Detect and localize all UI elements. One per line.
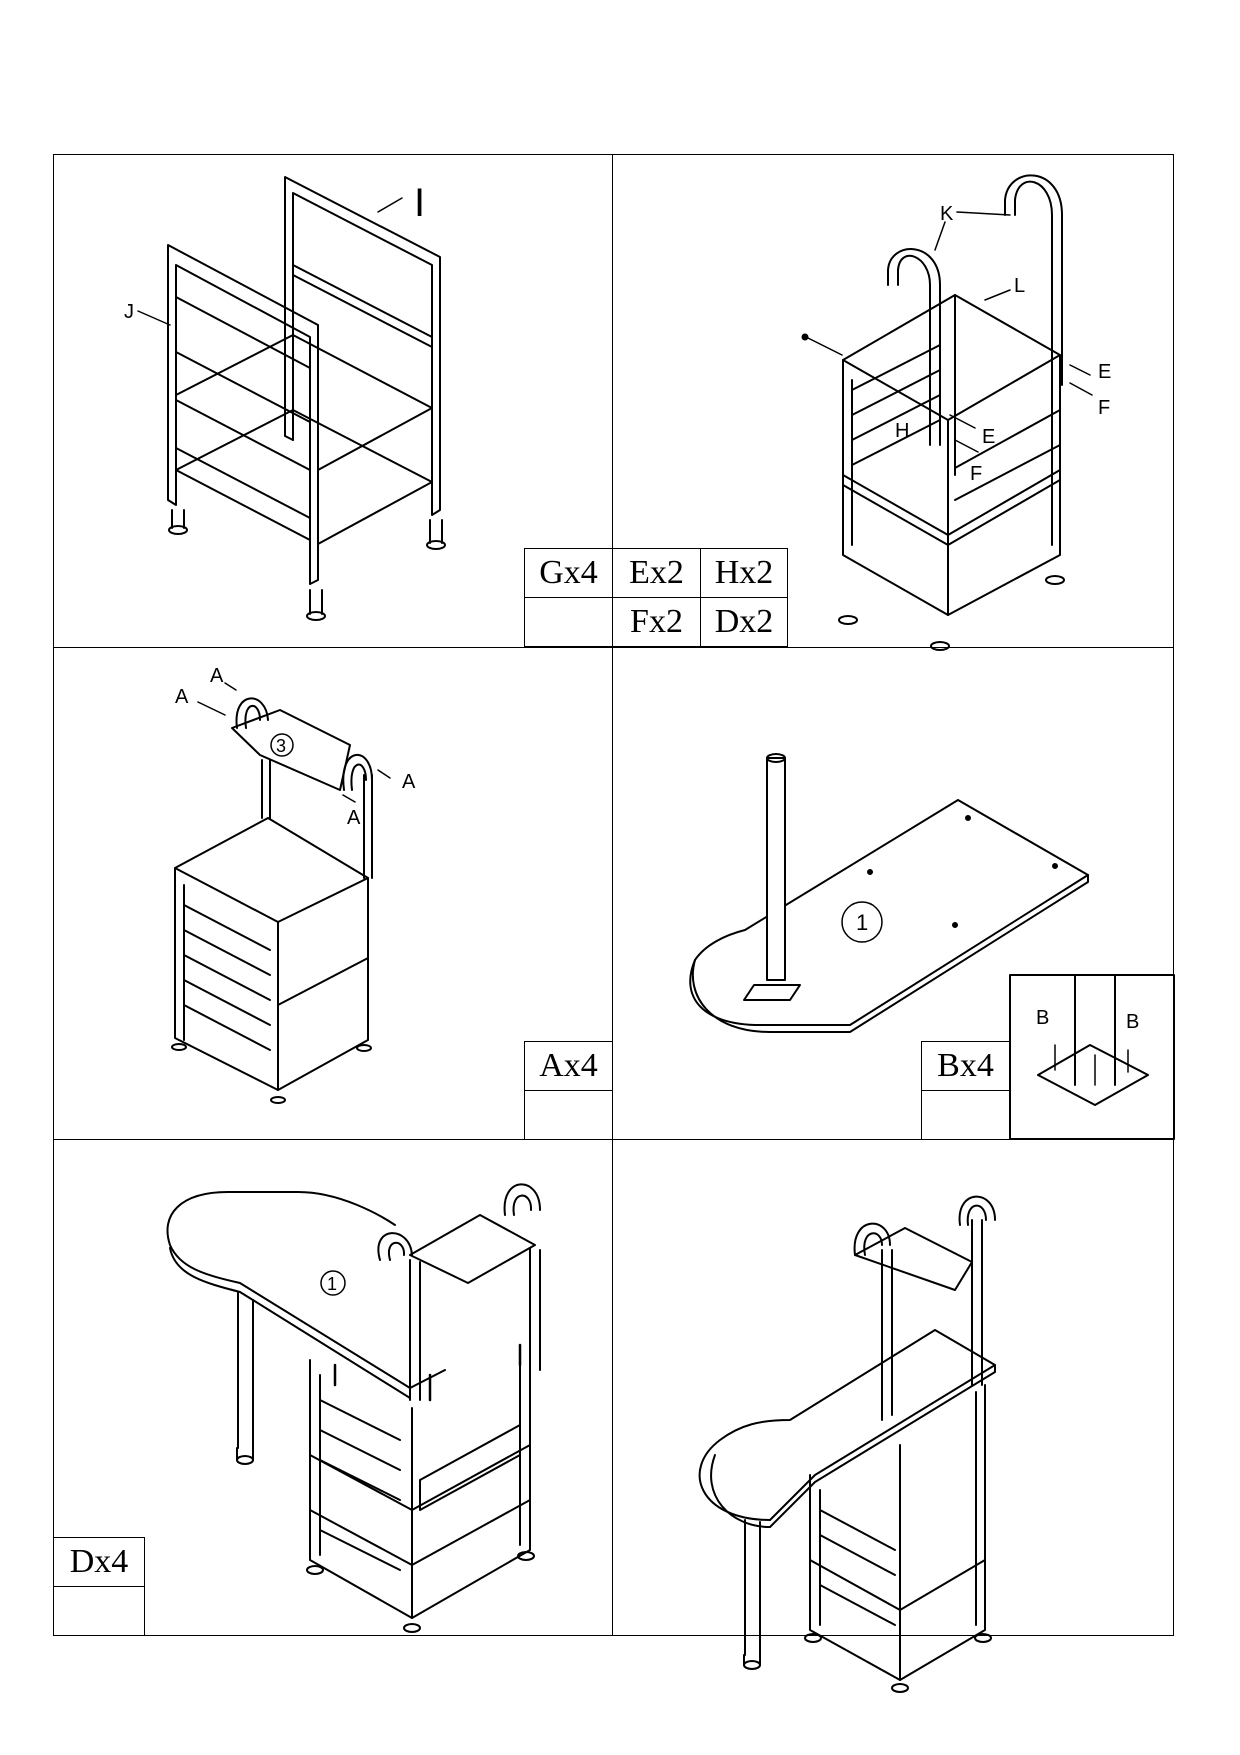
- panel-1-frame-drawing: I J: [124, 176, 446, 621]
- label-E-lower: E: [982, 426, 995, 448]
- panel-3-top-shelf-drawing: 3 A A A A: [171, 665, 416, 1104]
- label-A-2: A: [175, 686, 189, 708]
- hardware-count-empty: [525, 598, 613, 646]
- panel-2-hooks-drawing: K L E F H E F: [801, 174, 1111, 651]
- label-part-I: I: [414, 181, 425, 225]
- label-A-3: A: [402, 771, 416, 793]
- hardware-box-panel-5: Dx4: [53, 1537, 145, 1636]
- hardware-box-panel-4: Bx4: [921, 1041, 1010, 1140]
- hardware-count-F: Fx2: [613, 598, 701, 646]
- panel-divider-vertical: [612, 154, 613, 1636]
- hardware-count-A: Ax4: [525, 1042, 612, 1091]
- panel-4-tabletop-leg-drawing: 1 B B: [689, 753, 1175, 1140]
- hardware-count-G: Gx4: [525, 549, 613, 598]
- panel-5-tabletop-attach-drawing: 1: [166, 1183, 541, 1633]
- label-L: L: [1014, 275, 1025, 297]
- label-part-1: 1: [856, 910, 868, 935]
- label-E-upper: E: [1098, 361, 1111, 383]
- hardware-box-panel-3: Ax4: [524, 1041, 613, 1140]
- hardware-count-D-panel-5: Dx4: [54, 1538, 144, 1587]
- detail-inset-frame: [1009, 974, 1175, 1140]
- hardware-count-B: Bx4: [922, 1042, 1009, 1091]
- label-F-lower: F: [970, 463, 982, 485]
- label-A-4: A: [347, 807, 361, 829]
- label-F-upper: F: [1098, 397, 1110, 419]
- label-part-J: J: [124, 301, 134, 323]
- panel-grid-frame: [53, 154, 1174, 1636]
- label-K: K: [940, 203, 954, 225]
- label-part-3: 3: [276, 736, 286, 756]
- label-A-1: A: [210, 665, 224, 687]
- label-B-right: B: [1126, 1011, 1139, 1033]
- label-H: H: [895, 420, 909, 442]
- panel-6-complete-drawing: [698, 1195, 996, 1693]
- panel-divider-horizontal-1: [53, 647, 1174, 648]
- hardware-count-D: Dx2: [714, 603, 774, 640]
- hardware-box-panel-1: Gx4 Ex2 Hx2 Fx2 Dx2: [524, 548, 788, 647]
- hardware-count-H: Hx2: [701, 549, 787, 598]
- panel-divider-horizontal-2: [53, 1139, 1174, 1140]
- hardware-count-E: Ex2: [613, 549, 701, 598]
- label-part-1-tabletop: 1: [327, 1274, 337, 1294]
- label-B-left: B: [1036, 1007, 1049, 1029]
